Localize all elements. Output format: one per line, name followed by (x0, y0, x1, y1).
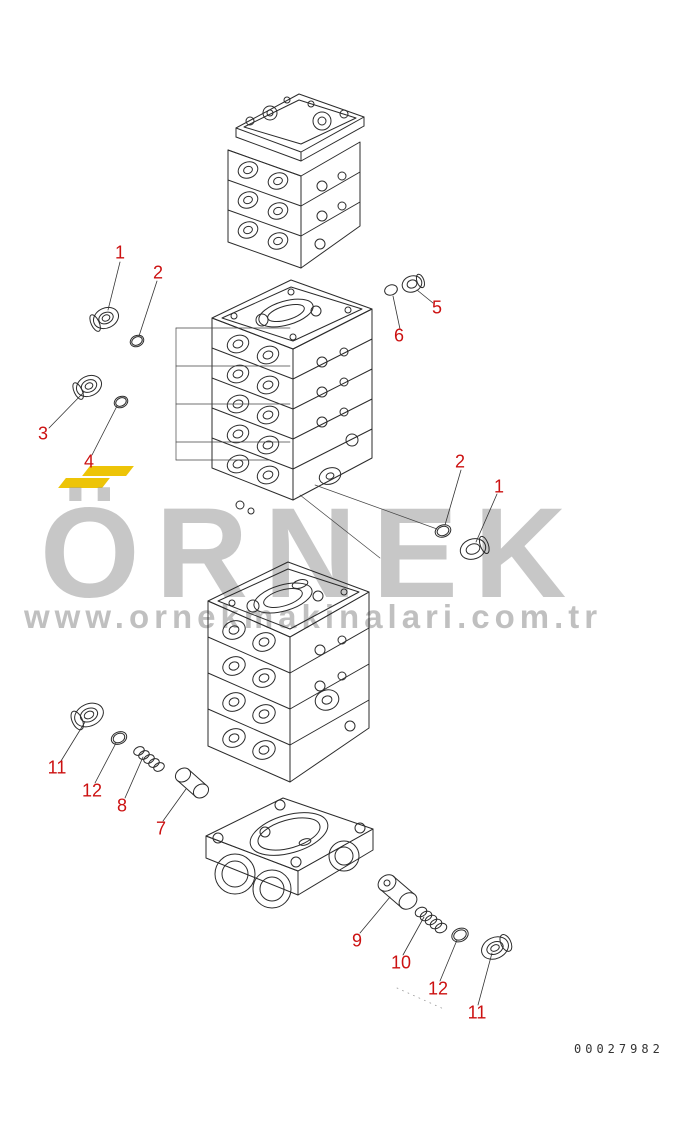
plug-part-11a (70, 702, 104, 731)
top-cover-drawing (235, 93, 365, 162)
upper-valve-block-drawing (227, 141, 361, 269)
valve-sleeve-part-7 (174, 767, 210, 799)
spring-part-10 (414, 906, 448, 934)
o-ring-part-12a (110, 731, 128, 745)
o-ring-part-6 (384, 284, 398, 296)
spring-part-8 (133, 746, 165, 772)
plug-part-5 (401, 273, 426, 293)
construction-lines (175, 327, 438, 559)
plug-part-11b (481, 934, 513, 960)
plug-part-1a (89, 306, 120, 332)
watermark-logo-text: ÖRNEK (40, 482, 583, 625)
plug-part-1b (459, 535, 490, 560)
watermark-url: www.ornekmakinalari.com.tr (24, 598, 603, 635)
o-ring-part-2a (129, 334, 145, 348)
valve-sleeve-part-9 (377, 874, 418, 910)
plug-part-3 (72, 374, 103, 400)
o-ring-part-2b (434, 524, 452, 538)
part-number: 00027982 (574, 1042, 664, 1056)
end-plate-drawing (205, 797, 374, 909)
lower-valve-block-drawing (207, 561, 370, 783)
o-ring-part-4 (113, 395, 129, 409)
callout-leader-lines (48, 261, 498, 1011)
middle-valve-block-drawing (211, 279, 373, 515)
o-ring-part-12b (451, 927, 469, 943)
